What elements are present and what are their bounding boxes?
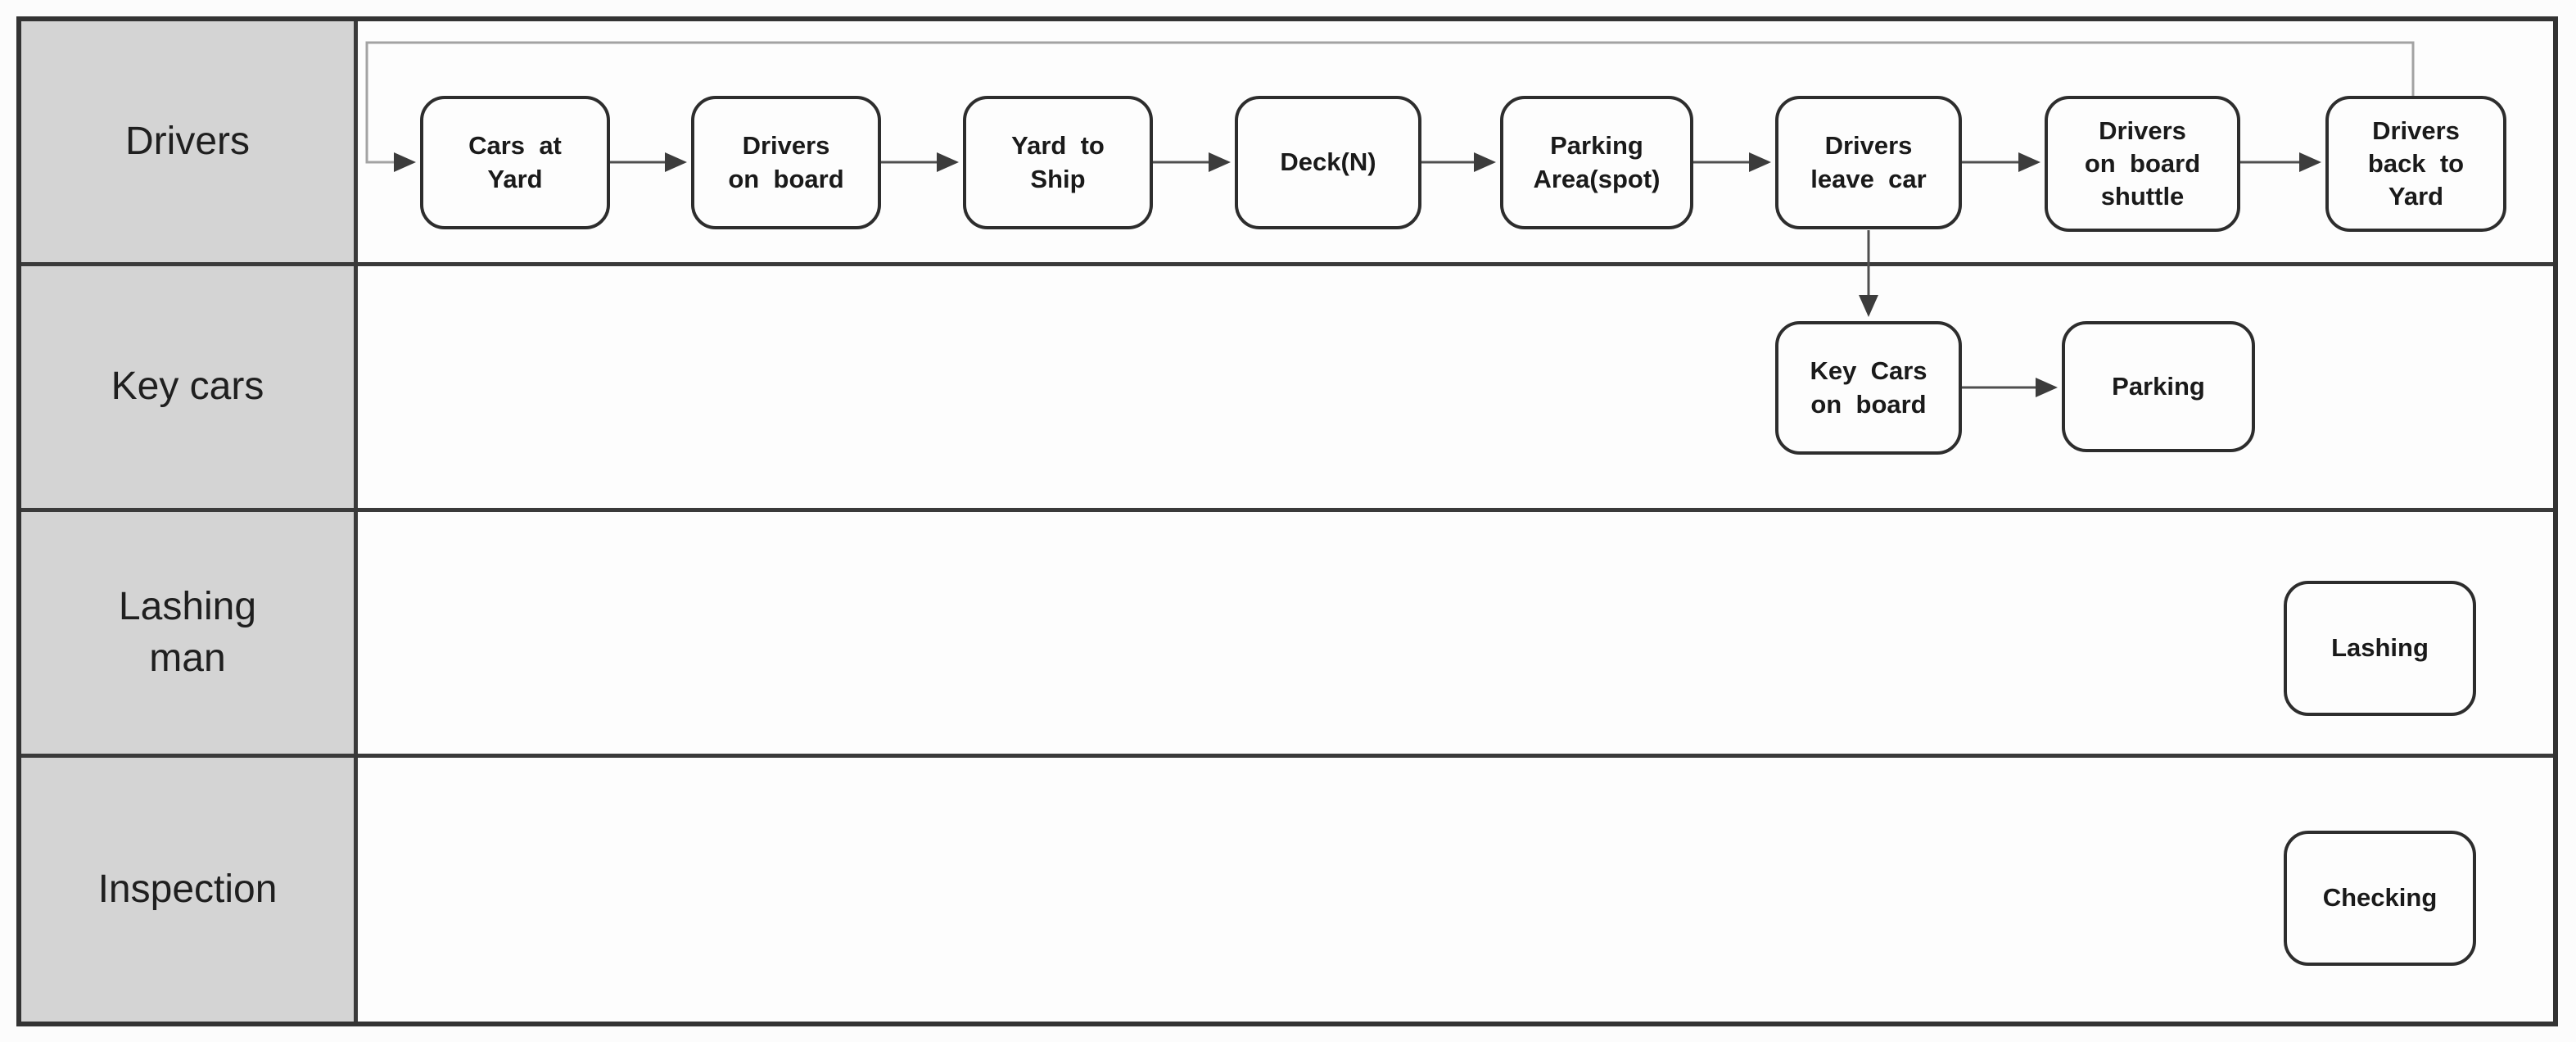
lane-label-lashing-man: Lashing man bbox=[21, 512, 358, 754]
node-parking: Parking bbox=[2062, 321, 2255, 452]
lane-label-key-cars: Key cars bbox=[21, 266, 358, 508]
node-label: Drivers on board shuttle bbox=[2084, 116, 2201, 211]
lane-inspection: Inspection bbox=[21, 758, 2553, 1022]
node-drivers-on-board: Drivers on board bbox=[691, 96, 881, 229]
node-drivers-leave-car: Drivers leave car bbox=[1775, 96, 1962, 229]
node-label: Lashing bbox=[2331, 633, 2429, 663]
node-yard-to-ship: Yard to Ship bbox=[963, 96, 1153, 229]
node-parking-area-spot: Parking Area(spot) bbox=[1500, 96, 1693, 229]
node-label: Deck(N) bbox=[1280, 147, 1376, 177]
lane-label-drivers: Drivers bbox=[21, 21, 358, 262]
lane-lashing-man: Lashing man bbox=[21, 512, 2553, 758]
node-drivers-back-to-yard: Drivers back to Yard bbox=[2325, 96, 2506, 232]
node-label: Drivers on board bbox=[728, 131, 844, 193]
node-checking: Checking bbox=[2284, 831, 2476, 966]
node-label: Drivers back to Yard bbox=[2367, 116, 2465, 211]
node-label: Parking bbox=[2112, 371, 2205, 401]
lane-body-lashing-man bbox=[358, 512, 2553, 754]
node-label: Yard to Ship bbox=[1011, 131, 1105, 193]
lane-body-inspection bbox=[358, 758, 2553, 1022]
node-deck-n: Deck(N) bbox=[1235, 96, 1421, 229]
node-cars-at-yard: Cars at Yard bbox=[420, 96, 610, 229]
lane-label-inspection: Inspection bbox=[21, 758, 358, 1022]
node-label: Cars at Yard bbox=[468, 131, 562, 193]
node-label: Parking Area(spot) bbox=[1533, 131, 1661, 193]
node-label: Drivers leave car bbox=[1810, 131, 1927, 193]
node-lashing: Lashing bbox=[2284, 581, 2476, 716]
node-label: Checking bbox=[2322, 883, 2438, 913]
node-label: Key Cars on board bbox=[1810, 356, 1927, 419]
node-key-cars-on-board: Key Cars on board bbox=[1775, 321, 1962, 455]
node-drivers-on-board-shuttle: Drivers on board shuttle bbox=[2045, 96, 2240, 232]
